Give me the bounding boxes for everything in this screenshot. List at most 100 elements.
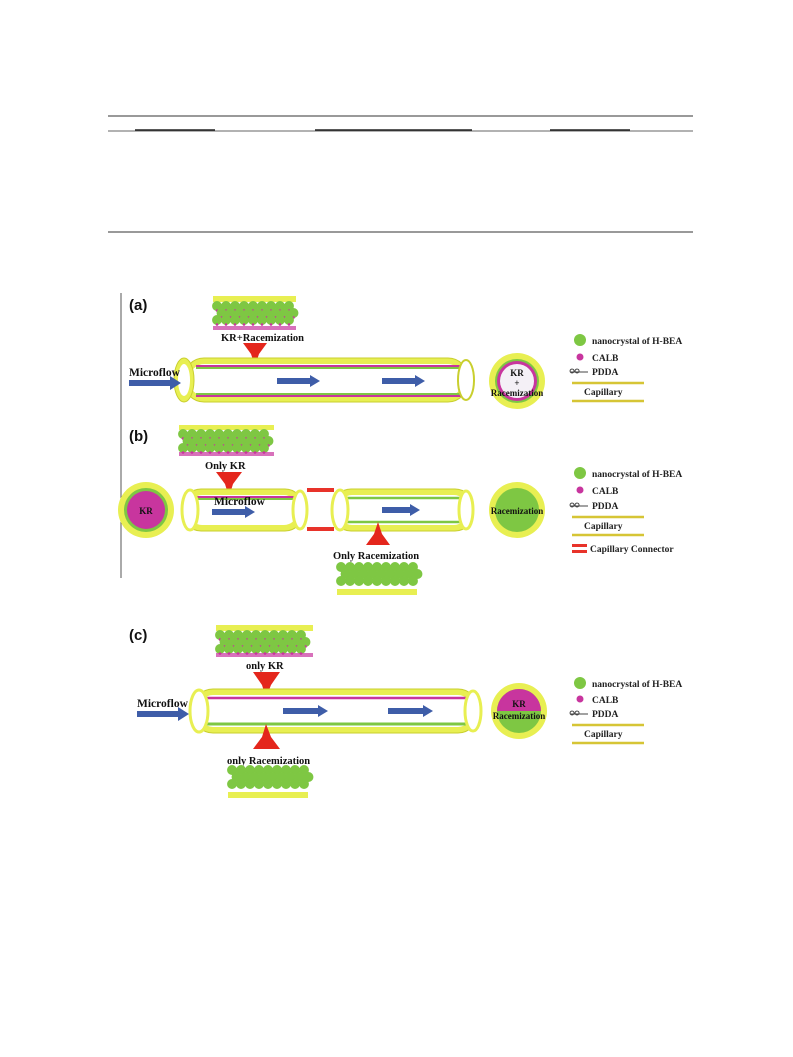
panel-a-capillary (173, 357, 475, 403)
calb-dot (233, 323, 237, 326)
flow-arrow-icon (277, 375, 320, 387)
panel-a: (a) KR+Racemization Microflow (129, 296, 682, 409)
nanocrystal-sphere (300, 637, 311, 647)
pdda-icon (569, 368, 588, 374)
nanocrystal-sphere (263, 779, 273, 789)
legend-nanocrystal: nanocrystal of H-BEA (592, 470, 682, 480)
nanocrystal-sphere (266, 301, 276, 311)
panel-b-circle-right: Racemization (489, 482, 545, 538)
nanocrystal-sphere (264, 637, 275, 647)
red-arrow-up-icon (366, 522, 390, 545)
nanocrystal-sphere (385, 569, 396, 579)
nanocrystal-sphere (227, 436, 238, 446)
microflow-arrow-icon (137, 707, 189, 721)
circle-label-racemization: Racemization (491, 506, 543, 516)
calb-dot (260, 323, 264, 326)
nanocrystal-sphere (223, 443, 233, 453)
nanocrystal-sphere (345, 562, 355, 572)
microflow-arrow-icon (129, 376, 181, 390)
legend-calb: CALB (592, 696, 619, 706)
nanocrystal-sphere (215, 630, 225, 640)
nanocrystal-sphere (196, 443, 206, 453)
panel-b-process-top: Only KR (205, 461, 246, 472)
legend-calb: CALB (592, 487, 619, 497)
nanocrystal-sphere (259, 443, 269, 453)
nanocrystal-sphere (250, 429, 260, 439)
calb-dot (278, 323, 282, 326)
nanocrystal-sphere (281, 779, 291, 789)
legend-capillary: Capillary (584, 388, 623, 398)
nanocrystal-sphere (354, 562, 364, 572)
nanocrystal-sphere (376, 569, 387, 579)
nanocrystal-sphere (257, 315, 267, 325)
nanocrystal-sphere (232, 429, 242, 439)
nanocrystal-sphere (212, 301, 222, 311)
legend-nanocrystal: nanocrystal of H-BEA (592, 680, 682, 690)
nanocrystal-sphere (214, 429, 224, 439)
nanocrystal-sphere (291, 637, 302, 647)
nanocrystal-sphere (237, 637, 248, 647)
nanocrystal-sphere (288, 308, 299, 318)
nanocrystal-sphere (252, 308, 263, 318)
panel-b-legend: nanocrystal of H-BEA CALB PDDA Capillary… (569, 467, 682, 555)
crystal-cluster (212, 301, 299, 326)
panel-c-flow-label: Microflow (137, 698, 189, 710)
nanocrystal-sphere (196, 429, 206, 439)
nanocrystal-sphere (412, 569, 423, 579)
pdda-icon (569, 502, 588, 508)
flow-arrow-icon (212, 506, 255, 518)
panel-c: (c) only KR Microflow only Racemization (129, 625, 682, 798)
nanocrystal-sphere (372, 576, 382, 586)
legend-pdda: PDDA (592, 502, 619, 512)
nanocrystal-sphere (178, 429, 188, 439)
nanocrystal-sphere (279, 308, 290, 318)
nanocrystal-sphere (251, 630, 261, 640)
panel-b-inset-bottom (336, 562, 423, 595)
circle-label-kr: KR (512, 699, 526, 709)
nanocrystal-icon (574, 677, 586, 689)
flow-arrow-icon (382, 375, 425, 387)
circle-label-kr: KR (510, 368, 524, 378)
legend-capillary: Capillary (584, 730, 623, 740)
nanocrystal-sphere (254, 779, 264, 789)
circle-label-kr: KR (139, 506, 153, 516)
legend-nanocrystal: nanocrystal of H-BEA (592, 337, 682, 347)
nanocrystal-sphere (336, 562, 346, 572)
panel-b-label: (b) (129, 428, 148, 445)
panel-c-legend: nanocrystal of H-BEA CALB PDDA Capillary (569, 677, 682, 745)
pdda-icon (569, 710, 588, 716)
nanocrystal-sphere (381, 562, 391, 572)
nanocrystal-sphere (263, 436, 274, 446)
nanocrystal-sphere (363, 562, 373, 572)
calb-icon (576, 353, 584, 361)
nanocrystal-sphere (245, 765, 255, 775)
capillary-connector (307, 488, 334, 531)
calb-icon (576, 486, 584, 494)
nanocrystal-sphere (345, 576, 355, 586)
nanocrystal-sphere (243, 308, 254, 318)
red-arrow-up-icon (253, 724, 280, 749)
nanocrystal-sphere (182, 436, 193, 446)
nanocrystal-sphere (260, 644, 270, 654)
circle-label-plus: + (514, 378, 519, 388)
calb-dot (287, 323, 291, 326)
panel-b-flow-label: Microflow (214, 496, 266, 508)
nanocrystal-sphere (403, 569, 414, 579)
nanocrystal-sphere (258, 772, 269, 782)
nanocrystal-sphere (349, 569, 360, 579)
nanocrystal-sphere (239, 315, 249, 325)
panel-a-label: (a) (129, 297, 147, 314)
nanocrystal-sphere (394, 569, 405, 579)
circle-label-racemization: Racemization (491, 388, 543, 398)
nanocrystal-sphere (390, 576, 400, 586)
nanocrystal-sphere (239, 301, 249, 311)
nanocrystal-icon (574, 467, 586, 479)
table-rules (108, 115, 693, 233)
nanocrystal-sphere (267, 772, 278, 782)
nanocrystal-sphere (272, 779, 282, 789)
nanocrystal-sphere (200, 436, 211, 446)
panel-a-process-label: KR+Racemization (221, 333, 304, 344)
nanocrystal-sphere (399, 562, 409, 572)
nanocrystal-sphere (249, 772, 260, 782)
